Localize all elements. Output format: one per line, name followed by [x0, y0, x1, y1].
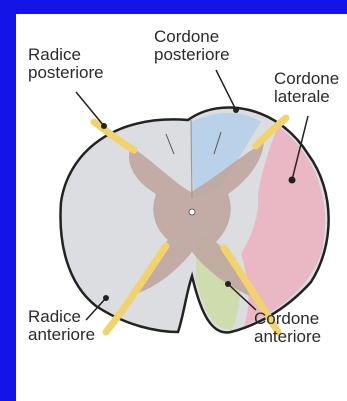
leader-posterior-root: [76, 92, 104, 126]
label-posterior-cord: Cordone posteriore: [154, 28, 230, 64]
label-anterior-root: Radice anteriore: [28, 308, 95, 344]
label-posterior-root-line1: Radice: [28, 46, 104, 64]
leader-dot-anterior-root: [103, 295, 109, 301]
leader-dot-posterior-root: [101, 123, 107, 129]
label-anterior-root-line1: Radice: [28, 308, 95, 326]
label-lateral-cord-line1: Cordone: [274, 70, 339, 88]
leader-dot-posterior-cord: [233, 107, 239, 113]
label-lateral-cord: Cordone laterale: [274, 70, 339, 106]
central-canal: [189, 209, 195, 215]
label-anterior-cord: Cordone anteriore: [254, 310, 321, 346]
leader-posterior-cord: [216, 70, 236, 110]
label-lateral-cord-line2: laterale: [274, 88, 339, 106]
label-posterior-root: Radice posteriore: [28, 46, 104, 82]
label-anterior-cord-line2: anteriore: [254, 328, 321, 346]
label-posterior-cord-line1: Cordone: [154, 28, 230, 46]
label-posterior-cord-line2: posteriore: [154, 46, 230, 64]
label-anterior-cord-line1: Cordone: [254, 310, 321, 328]
label-posterior-root-line2: posteriore: [28, 64, 104, 82]
leader-dot-lateral-cord: [289, 177, 296, 184]
leader-dot-anterior-cord: [225, 281, 231, 287]
label-anterior-root-line2: anteriore: [28, 326, 95, 344]
diagram-panel: Radice posteriore Cordone posteriore Cor…: [16, 14, 347, 401]
